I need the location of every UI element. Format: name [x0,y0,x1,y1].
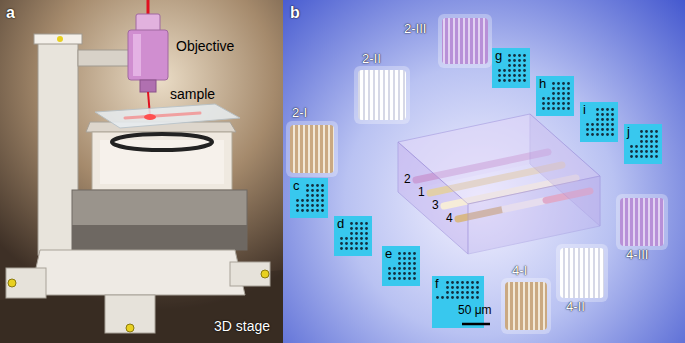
cross-section-image [382,246,420,286]
cross-section-image [580,102,618,142]
callout-number: 3 [432,199,439,213]
image-letter: i [583,103,586,118]
image-label: 4-II [566,300,585,315]
tile-halo [286,121,338,177]
adjust-knob [8,279,16,287]
panel-background [283,0,685,343]
adjust-knob [57,36,63,42]
image-letter: f [435,277,439,292]
scale-label: 50 μm [458,304,492,318]
objective-highlight [133,34,141,76]
scale-bar [462,323,490,326]
image-letter: j [627,125,630,140]
stage-arm [6,268,46,298]
callout-number: 1 [418,186,425,200]
stage-arm [105,295,155,333]
column-cap [34,34,82,44]
objective-arm [78,50,130,66]
part-label: sample [170,86,215,102]
laser-focus [144,114,156,120]
image-label: 2-II [362,52,381,67]
image-letter: h [539,77,546,92]
rod-bundle-image [290,125,334,173]
cross-section-dots [436,280,480,300]
cross-section-image [432,276,484,328]
tile-halo [354,66,410,124]
image-label: 2-I [292,106,307,121]
adjust-knob [126,324,134,332]
stage-arm [230,262,270,286]
rod-bundle-image [505,282,547,330]
cross-section-image [334,216,372,256]
tile-halo [501,278,551,334]
panel-letter: a [6,4,15,22]
part-label: 3D stage [214,318,270,334]
image-label: 4-III [626,248,648,263]
stage-base [30,250,245,295]
cross-section-image [536,76,574,116]
cross-section-image [290,178,328,218]
panel-letter: b [290,4,300,22]
mount-ring [112,134,212,150]
mount-box [92,132,232,190]
image-letter: g [495,49,502,64]
objective-body [128,30,168,80]
image-label: 2-III [404,22,426,37]
cross-section-image [492,48,530,88]
stage-block [72,190,247,250]
tile-halo [616,194,668,250]
part-label: Objective [176,38,234,54]
objective-nose [140,80,156,92]
cross-section-image [624,124,662,164]
rod-bundle-image [560,248,604,298]
tile-halo [556,244,608,302]
rod-bundle-image [442,18,488,64]
callout-number: 2 [404,173,411,187]
adjust-knob [261,270,269,278]
image-label: 4-I [512,264,527,279]
sample-rod [125,113,200,118]
laser-beam [147,0,150,15]
image-letter: e [385,247,392,262]
objective-cap [136,14,160,32]
callout-number: 4 [446,212,453,226]
rod-bundle-image [620,198,664,246]
rod-bundle-image [358,70,406,120]
image-letter: c [293,179,300,194]
block-right-face [530,114,600,226]
room-background [0,0,283,343]
stage-block-band [72,225,247,250]
tile-halo [438,14,492,68]
image-letter: d [337,217,344,232]
sample-slide [95,104,240,128]
